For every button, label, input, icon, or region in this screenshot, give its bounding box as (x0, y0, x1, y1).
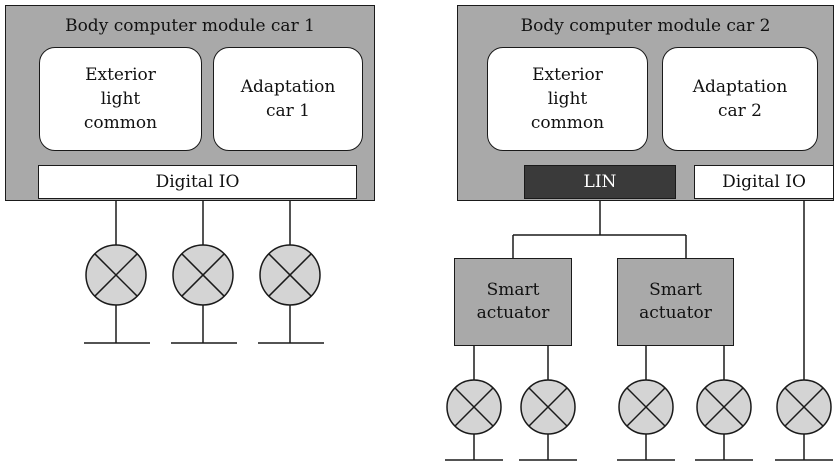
car2-wiring (445, 199, 833, 461)
car2-digital-io: Digital IO (694, 165, 834, 199)
car1-digital-io: Digital IO (38, 165, 357, 199)
car1-lamp-3-icon (259, 244, 321, 306)
car1-exterior-light-common: Exterior light common (39, 47, 202, 151)
smart-actuator-left: Smart actuator (454, 258, 572, 346)
smart-actuator-right: Smart actuator (617, 258, 734, 346)
car1-lamp-2-icon (172, 244, 234, 306)
car2-lamp-1-icon (446, 379, 502, 435)
car2-lamp-5-icon (776, 379, 832, 435)
car2-exterior-light-common: Exterior light common (487, 47, 648, 151)
car2-lamp-2-icon (520, 379, 576, 435)
car2-lin-bus: LIN (524, 165, 676, 199)
car1-wiring (84, 200, 324, 344)
car1-module-title: Body computer module car 1 (65, 16, 315, 36)
car2-lamp-3-icon (618, 379, 674, 435)
car1-adaptation: Adaptation car 1 (213, 47, 363, 151)
car2-lamp-4-icon (696, 379, 752, 435)
car1-lamp-1-icon (85, 244, 147, 306)
car2-body-computer-module: Body computer module car 2 Exterior ligh… (457, 5, 834, 201)
car2-module-title: Body computer module car 2 (520, 16, 771, 36)
car2-adaptation: Adaptation car 2 (662, 47, 818, 151)
